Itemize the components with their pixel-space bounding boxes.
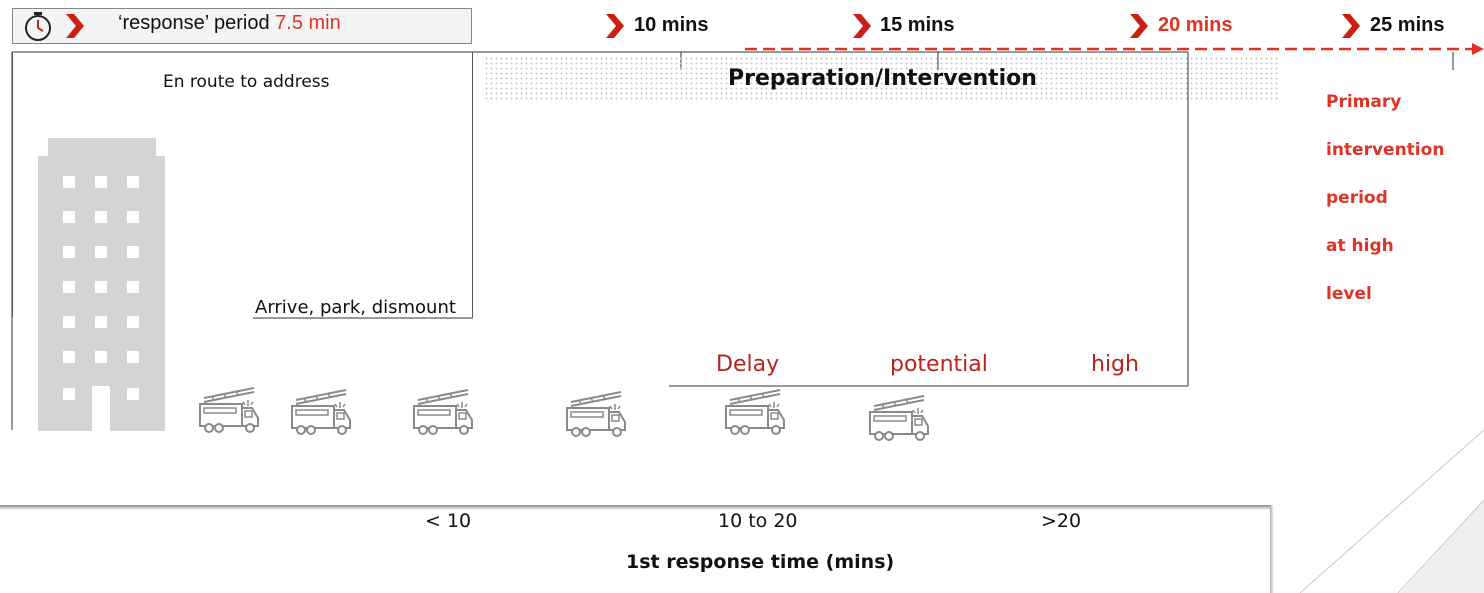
primary-line-5: level [1326, 284, 1372, 304]
tick-15-mins: 15 mins [880, 14, 955, 36]
primary-line-1: Primary [1326, 92, 1402, 112]
chevron-right-icon [853, 14, 871, 38]
tick-25-mins: 25 mins [1370, 14, 1445, 36]
chevron-right-icon [606, 14, 624, 38]
tick-20-mins: 20 mins [1158, 14, 1233, 36]
axis-title: 1st response time (mins) [626, 551, 895, 573]
axis-label-10-to-20: 10 to 20 [718, 510, 798, 532]
primary-line-3: period [1326, 188, 1388, 208]
primary-line-4: at high [1326, 236, 1394, 256]
preparation-band [484, 56, 1278, 102]
preparation-label: Preparation/Intervention [728, 66, 1037, 91]
chevron-right-icon [1130, 14, 1148, 38]
axis-label-under-10: < 10 [425, 510, 472, 532]
high-word: high [1091, 352, 1139, 377]
primary-line-2: intervention [1326, 140, 1445, 160]
arrive-label: Arrive, park, dismount [255, 297, 456, 318]
chevron-right-icon [66, 14, 84, 38]
potential-word: potential [890, 352, 988, 377]
response-label-text: ‘response’ period [118, 12, 270, 34]
delay-word: Delay [716, 352, 780, 377]
primary-intervention-label: Primary intervention period at high leve… [1326, 66, 1444, 330]
en-route-box [12, 52, 473, 317]
en-route-label: En route to address [163, 72, 330, 92]
response-value-text: 7.5 min [275, 12, 341, 34]
axis-label-over-20: >20 [1041, 510, 1082, 532]
response-period-label: ‘response’ period 7.5 min [118, 12, 341, 35]
chevron-right-icon [1342, 14, 1360, 38]
response-period-box [12, 8, 472, 44]
stopwatch-icon [25, 12, 51, 41]
tick-10-mins: 10 mins [634, 14, 709, 36]
building-icon [38, 138, 165, 431]
